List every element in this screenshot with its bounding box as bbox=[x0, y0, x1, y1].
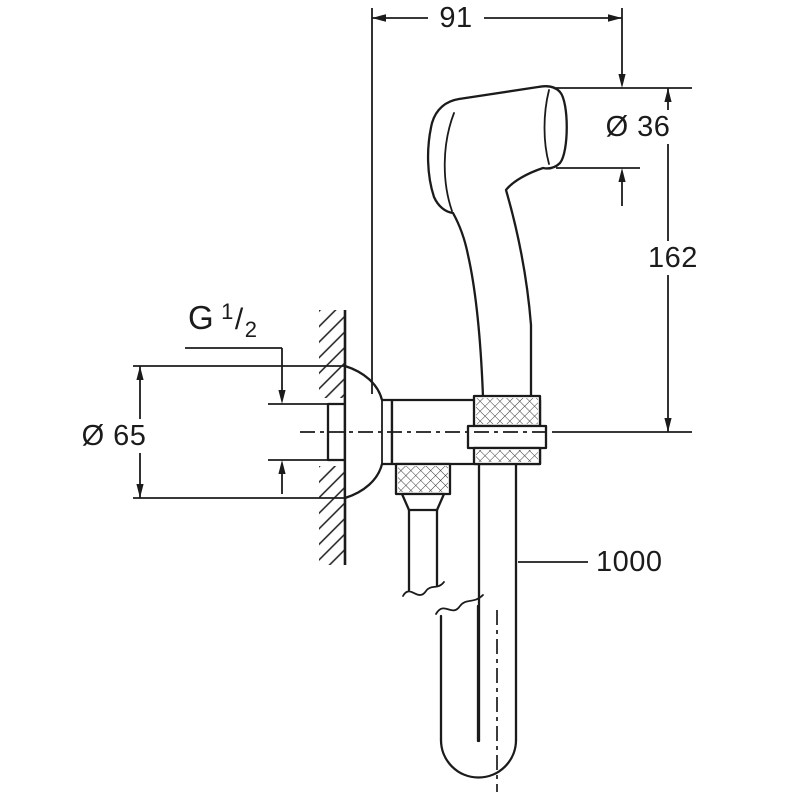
hose-break-loop bbox=[435, 594, 484, 615]
wall-section bbox=[319, 310, 347, 565]
hose-loop bbox=[435, 462, 518, 779]
dim-label-flange-diameter: Ø 65 bbox=[76, 419, 152, 453]
holder-connector bbox=[466, 394, 548, 466]
supply-stub bbox=[326, 402, 347, 462]
dim-thread-g12 bbox=[185, 347, 328, 494]
hand-shower bbox=[426, 85, 568, 399]
hand-shower-outline bbox=[426, 85, 568, 399]
centerlines bbox=[300, 431, 548, 792]
dim-flange-diameter bbox=[133, 365, 345, 499]
hose-outlet-nut bbox=[394, 462, 452, 512]
dim-width-91 bbox=[371, 8, 623, 394]
dim-head-diameter bbox=[556, 74, 692, 206]
hose-break-left bbox=[402, 581, 445, 597]
dim-label-hose-length: 1000 bbox=[596, 546, 663, 578]
hose-cone bbox=[400, 492, 446, 512]
dim-label-head-diameter: Ø 36 bbox=[605, 110, 671, 144]
trigger-lever bbox=[443, 112, 455, 212]
spray-face bbox=[543, 89, 550, 165]
dim-label-height: 162 bbox=[646, 241, 700, 275]
hose-left bbox=[402, 508, 445, 597]
dim-label-width: 91 bbox=[428, 1, 484, 35]
